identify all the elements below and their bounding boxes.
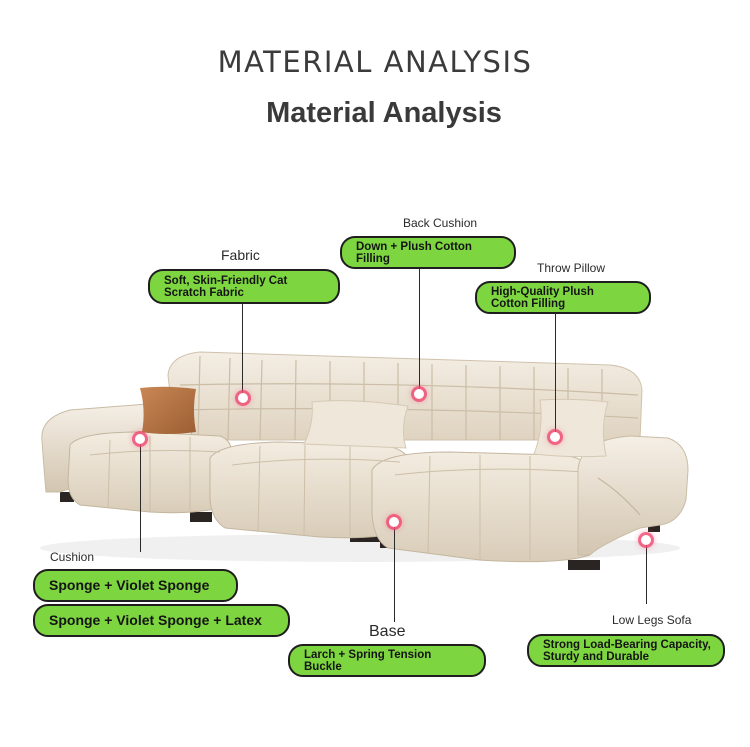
page-title-uppercase: MATERIAL ANALYSIS: [217, 45, 533, 79]
back-cushion-pill: Down + Plush Cotton Filling: [340, 236, 516, 269]
sofa-leg: [190, 512, 212, 522]
base-label: Base: [369, 623, 406, 640]
fabric-label: Fabric: [221, 247, 260, 263]
page-title: Material Analysis: [266, 97, 502, 129]
legs-label: Low Legs Sofa: [612, 613, 692, 627]
cushion-connector: [140, 438, 141, 552]
back-cushion-line-1: Down + Plush Cotton: [356, 240, 472, 253]
sofa-right-arm: [577, 435, 689, 556]
base-line-2: Buckle: [304, 660, 342, 673]
back-cushion-hotspot[interactable]: [414, 389, 424, 399]
base-hotspot[interactable]: [389, 517, 399, 527]
sofa-leg: [60, 492, 74, 502]
cushion-label: Cushion: [50, 550, 95, 564]
throw-pillow-line-1: High-Quality Plush: [491, 285, 594, 298]
throw-pillow-pill: High-Quality Plush Cotton Filling: [475, 281, 651, 314]
fabric-line-2: Scratch Fabric: [164, 286, 244, 299]
cushion-hotspot[interactable]: [135, 434, 145, 444]
base-line-1: Larch + Spring Tension: [304, 648, 432, 661]
cream-throw-pillow: [303, 400, 409, 449]
cushion-option-1-pill: Sponge + Violet Sponge: [33, 569, 238, 602]
base-pill: Larch + Spring Tension Buckle: [288, 644, 486, 677]
fabric-connector: [242, 304, 243, 397]
fabric-hotspot[interactable]: [238, 393, 248, 403]
legs-connector: [646, 540, 647, 604]
cushion-option-2: Sponge + Violet Sponge + Latex: [49, 612, 262, 628]
throw-pillow-connector: [555, 313, 556, 437]
base-connector: [394, 522, 395, 622]
sofa-seat-right: [371, 451, 593, 563]
back-cushion-label: Back Cushion: [403, 216, 478, 230]
cushion-option-2-pill: Sponge + Violet Sponge + Latex: [33, 604, 290, 637]
throw-pillow-line-2: Cotton Filling: [491, 297, 566, 310]
legs-pill: Strong Load-Bearing Capacity, Sturdy and…: [527, 634, 725, 667]
brown-throw-pillow: [140, 386, 196, 434]
sofa-leg: [568, 560, 600, 570]
sofa-leg: [648, 522, 660, 532]
cream-throw-pillow: [533, 398, 609, 458]
legs-line-1: Strong Load-Bearing Capacity,: [543, 638, 711, 651]
fabric-pill: Soft, Skin-Friendly Cat Scratch Fabric: [148, 269, 340, 304]
throw-pillow-label: Throw Pillow: [537, 261, 606, 275]
back-cushion-connector: [419, 268, 420, 392]
throw-pillow-hotspot[interactable]: [550, 432, 560, 442]
legs-hotspot[interactable]: [641, 535, 651, 545]
legs-line-2: Sturdy and Durable: [543, 650, 650, 663]
fabric-line-1: Soft, Skin-Friendly Cat: [164, 274, 288, 287]
back-cushion-line-2: Filling: [356, 252, 390, 265]
sofa-back: [167, 351, 643, 441]
cushion-option-1: Sponge + Violet Sponge: [49, 577, 210, 593]
